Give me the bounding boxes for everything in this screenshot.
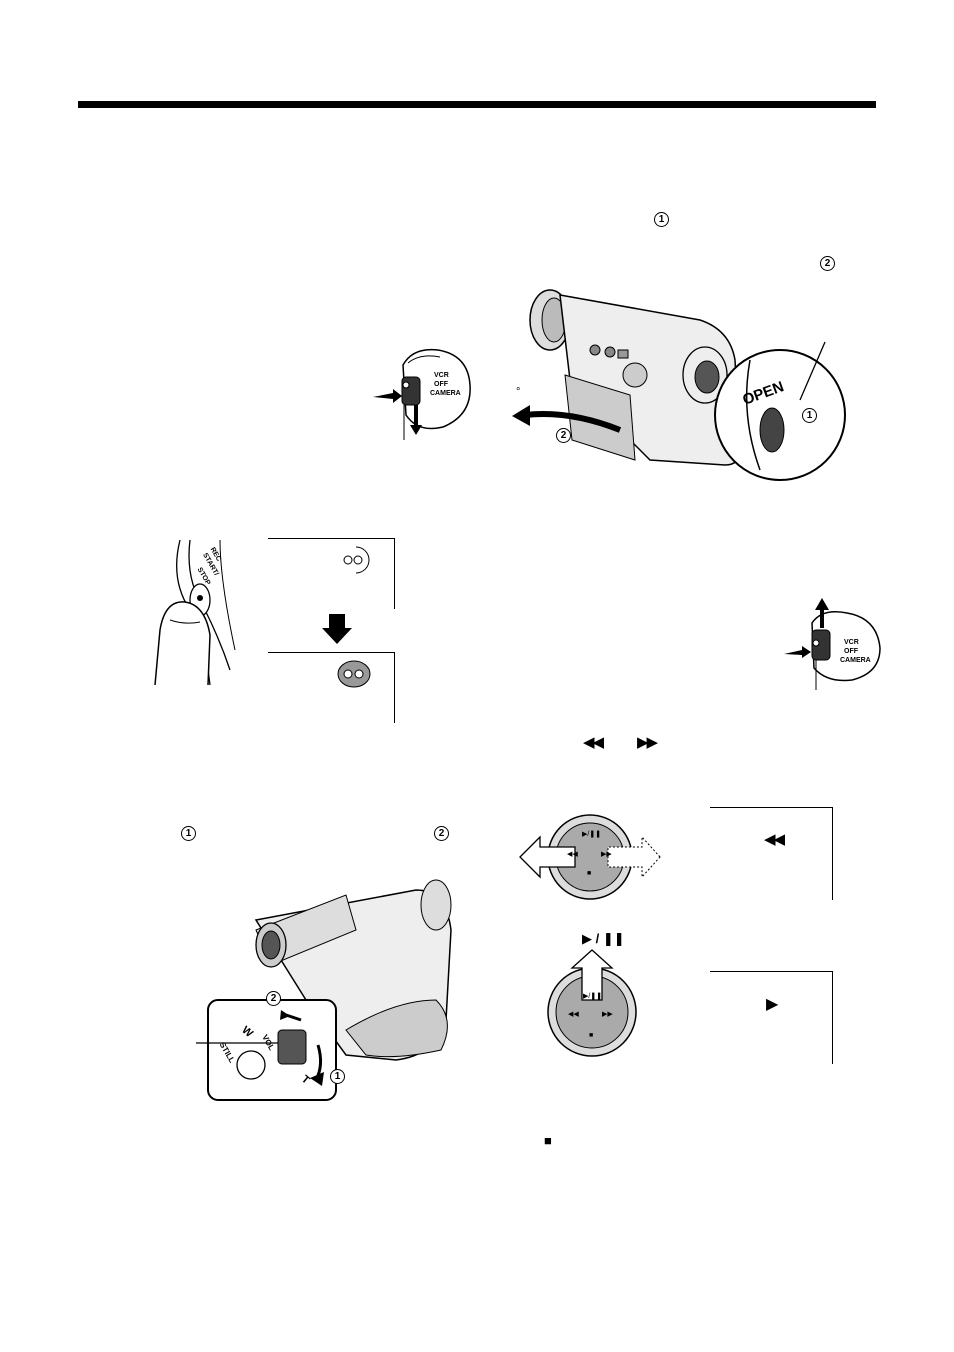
switch-label-camera: CAMERA xyxy=(430,390,461,397)
step-marker-1: 1 xyxy=(654,212,669,227)
pad1-ff-label: ▶▶ xyxy=(601,851,612,858)
screen-after xyxy=(268,652,395,723)
zoom-marker-2: 2 xyxy=(434,826,449,841)
ff-symbol: ▶▶ xyxy=(637,734,658,751)
pad1-stop-label: ■ xyxy=(587,870,592,877)
switch-label-vcr: VCR xyxy=(434,372,449,379)
hand-drawing xyxy=(154,539,236,686)
camcorder-drawing xyxy=(512,289,846,481)
lever-marker-1: 1 xyxy=(330,1069,345,1084)
pad2-ff-label: ▶▶ xyxy=(602,1011,613,1018)
pad1-rew-label: ◀◀ xyxy=(567,851,578,858)
zoom-marker-1: 1 xyxy=(181,826,196,841)
power-switch-drawing xyxy=(373,348,471,440)
screen-before xyxy=(268,538,395,609)
tape-icon-after xyxy=(337,660,371,688)
pad1-play-label: ▶/❚❚ xyxy=(582,831,602,838)
switch-vcr-label-camera: CAMERA xyxy=(840,657,871,664)
screen-play: ▶ xyxy=(710,971,833,1064)
down-arrow xyxy=(322,614,352,644)
volume-lever-illustration: W T VOL STILL 2 1 xyxy=(196,870,466,1106)
screen-rew: ◀◀ xyxy=(710,807,833,900)
header-rule xyxy=(78,101,876,108)
lever-marker-2: 2 xyxy=(266,991,281,1006)
pad2-stop-label: ■ xyxy=(589,1032,594,1039)
pad-play-illustration: ▶/❚❚ ◀◀ ▶▶ ■ xyxy=(546,949,638,1060)
pad-rew-illustration: ▶/❚❚ ◀◀ ▶▶ ■ xyxy=(519,812,661,902)
cam-marker-2: 2 xyxy=(556,428,571,443)
switch-vcr-label-off: OFF xyxy=(844,648,858,655)
screen-play-symbol: ▶ xyxy=(766,996,779,1013)
degree-mark: ° xyxy=(516,386,521,398)
pad2-rew-label: ◀◀ xyxy=(568,1011,579,1018)
power-switch-illustration: VCR OFF CAMERA xyxy=(368,345,488,440)
stop-symbol: ■ xyxy=(544,1133,552,1148)
step-marker-2: 2 xyxy=(820,256,835,271)
power-switch-vcr-drawing xyxy=(784,598,881,690)
volume-lever-drawing xyxy=(196,879,452,1101)
play-pause-symbol: ▶ / ❚❚ xyxy=(582,931,625,946)
pad-rew-drawing xyxy=(519,814,661,900)
switch-label-off: OFF xyxy=(434,381,448,388)
pad2-play-label: ▶/❚❚ xyxy=(583,993,603,1000)
screen-rew-symbol: ◀◀ xyxy=(764,831,785,848)
power-switch-vcr-illustration: VCR OFF CAMERA xyxy=(782,598,882,690)
rew-symbol: ◀◀ xyxy=(583,734,604,751)
rec-button-illustration: REC START/ STOP xyxy=(150,539,250,686)
cam-marker-1: 1 xyxy=(802,408,817,423)
pad-play-drawing xyxy=(547,949,637,1057)
camcorder-lcd-illustration: OPEN ° 1 2 xyxy=(510,280,846,490)
tape-icon-before xyxy=(343,546,370,574)
switch-vcr-label-vcr: VCR xyxy=(844,639,859,646)
